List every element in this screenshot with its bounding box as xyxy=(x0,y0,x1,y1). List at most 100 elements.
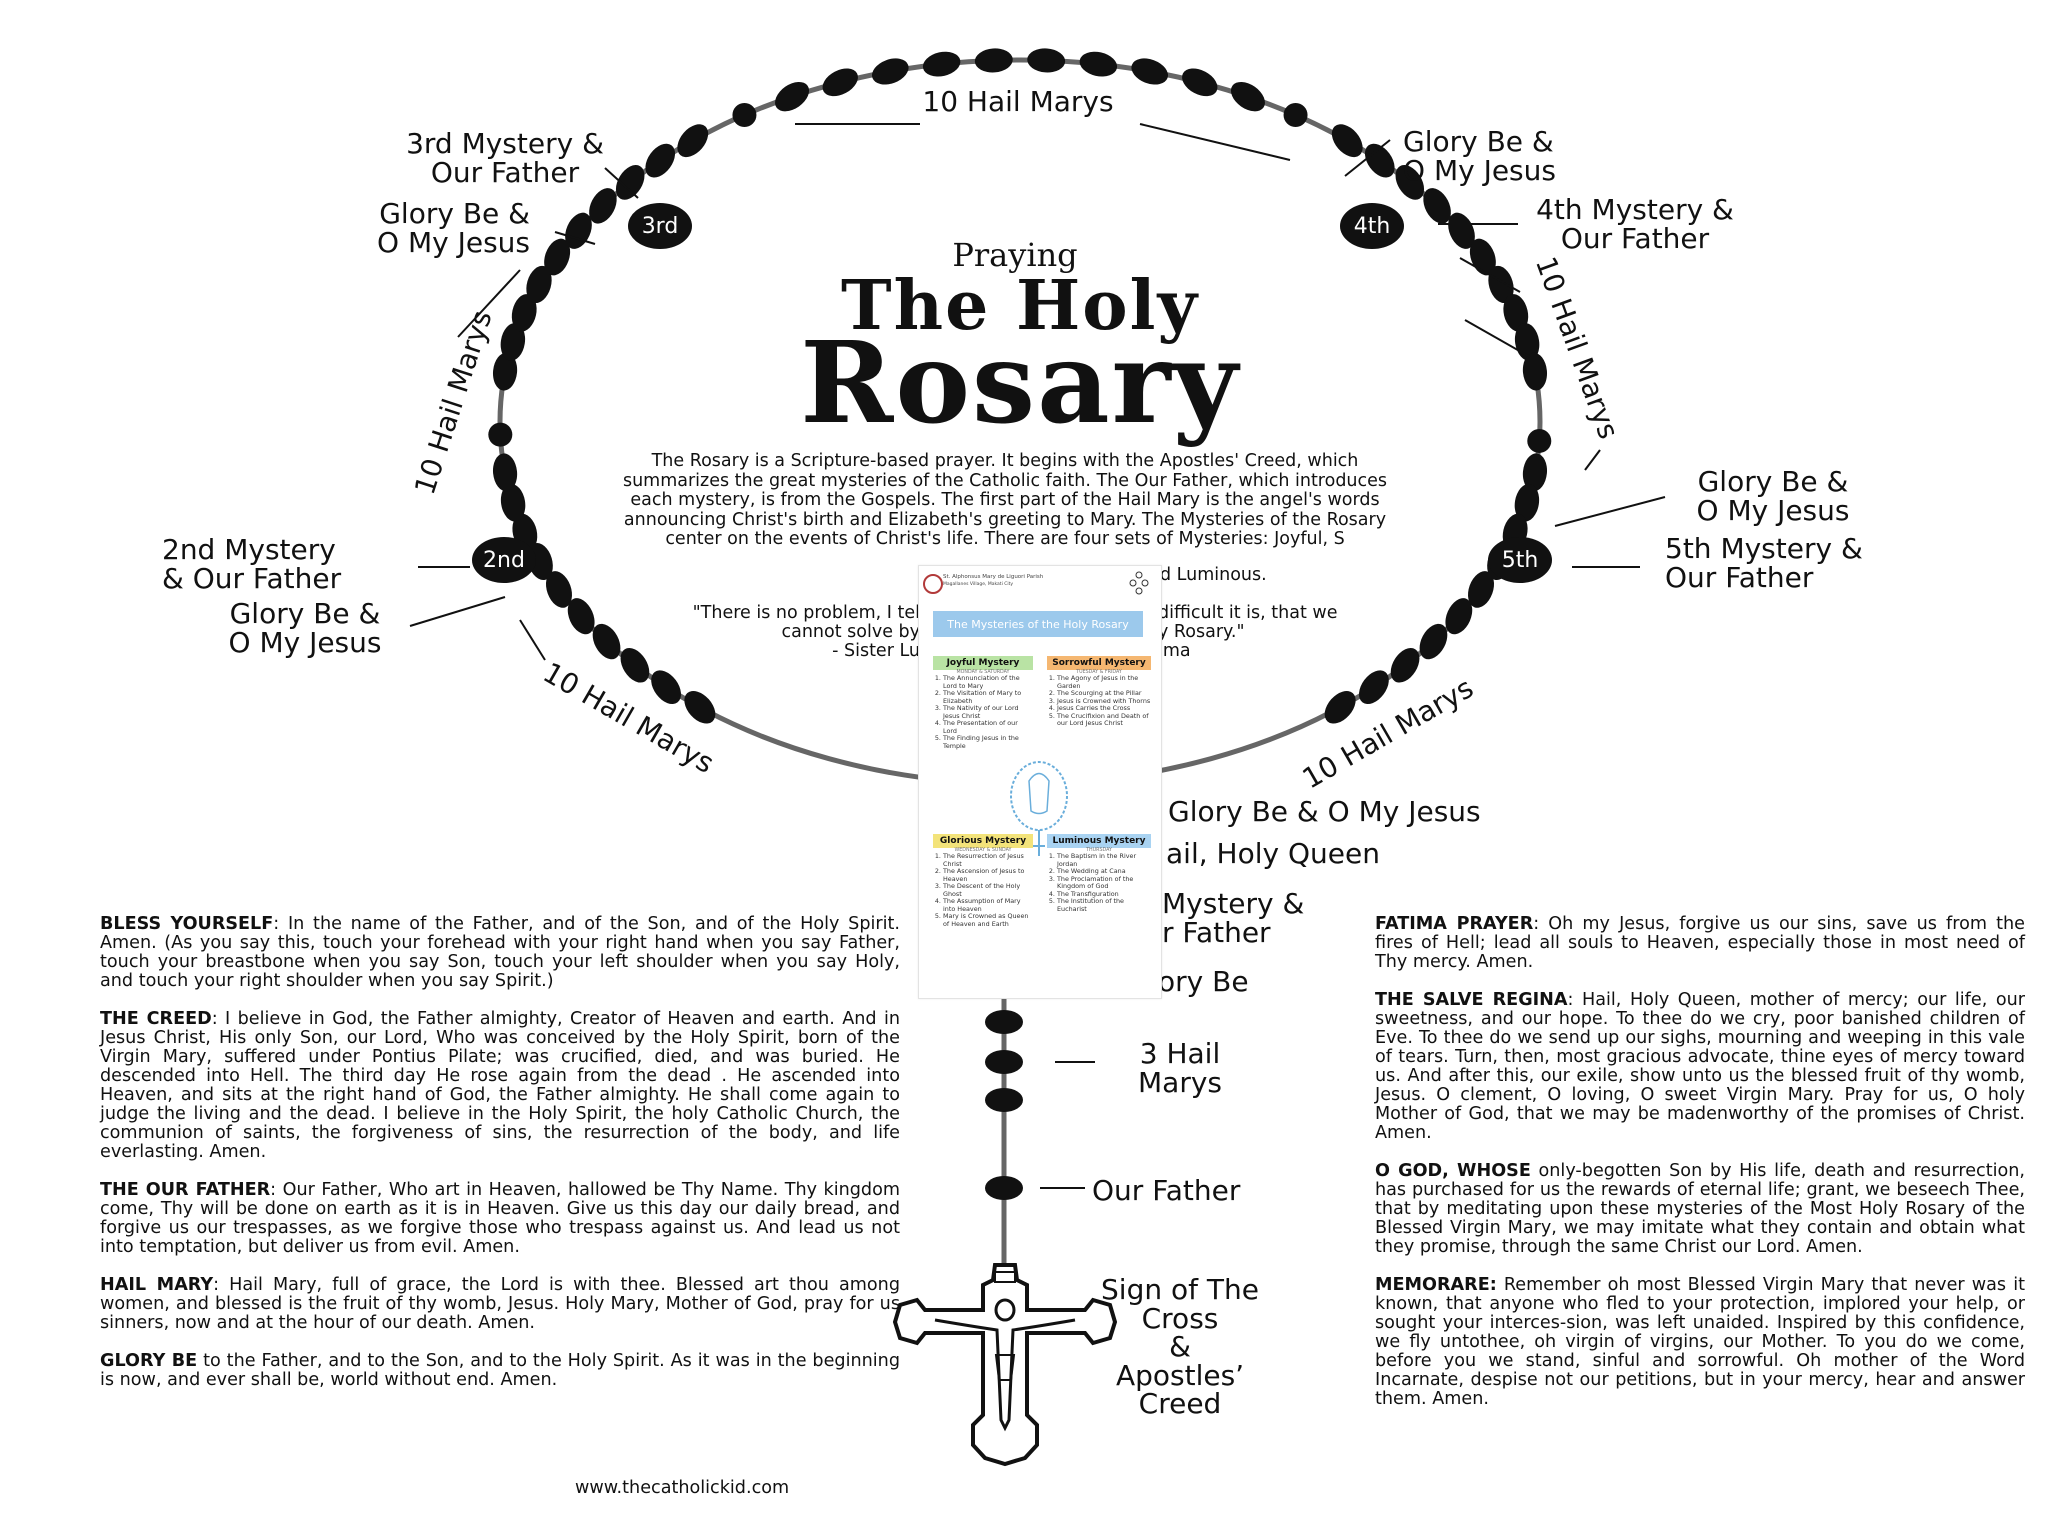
medal-4th: 4th xyxy=(1340,203,1404,249)
bead xyxy=(985,1088,1023,1112)
prayer-head: HAIL MARY xyxy=(100,1275,214,1295)
bead xyxy=(565,212,592,249)
medal-label: 5th xyxy=(1501,547,1539,573)
bead xyxy=(645,143,676,178)
bead xyxy=(1445,598,1473,635)
list-item: The Resurrection of Jesus Christ xyxy=(943,852,1033,868)
label-three-hail: 3 Hail Marys xyxy=(1138,1037,1222,1099)
intro-tail: d Luminous. xyxy=(1160,565,1267,585)
bead xyxy=(651,670,682,705)
prayer-glory-be: GLORY BE to the Father, and to the Son, … xyxy=(100,1351,900,1390)
bead xyxy=(985,1010,1023,1034)
bead xyxy=(1514,483,1540,522)
quote-line-1a: "There is no problem, I tel xyxy=(692,603,920,623)
bead xyxy=(1488,265,1514,304)
prayer-head: GLORY BE xyxy=(100,1351,198,1371)
bead xyxy=(1468,571,1495,608)
bead xyxy=(567,598,595,635)
list-item: The Ascension of Jesus to Heaven xyxy=(943,867,1033,883)
label-glory-right: Glory Be & O My Jesus xyxy=(1696,465,1850,527)
medal-2nd: 2nd xyxy=(472,537,536,583)
glorious-section: Glorious Mystery WEDNESDAY & SUNDAY The … xyxy=(933,834,1033,928)
joyful-days: MONDAY & SATURDAY xyxy=(956,670,1010,675)
luminous-head: Luminous Mystery xyxy=(1047,834,1151,848)
leader-line xyxy=(409,596,506,627)
bead xyxy=(677,124,709,158)
bead xyxy=(1419,623,1448,660)
luminous-days: THURSDAY xyxy=(1086,848,1112,853)
bead xyxy=(1503,294,1529,332)
luminous-section: Luminous Mystery THURSDAY The Baptism in… xyxy=(1047,834,1151,913)
bead xyxy=(985,1050,1023,1074)
bead xyxy=(620,647,650,683)
label-fifth-mystery: 5th Mystery & Our Father xyxy=(1665,532,1863,594)
bead xyxy=(974,48,1013,73)
quote-line-3b: ima xyxy=(1158,641,1191,661)
bead xyxy=(1027,48,1066,73)
list-item: Jesus Carries the Cross xyxy=(1057,705,1151,713)
bead xyxy=(1182,68,1218,97)
bead xyxy=(1423,188,1451,224)
prayers-left-column: BLESS YOURSELF: In the name of the Fathe… xyxy=(100,914,900,1409)
bead xyxy=(1283,103,1308,128)
list-item: The Proclamation of the Kingdom of God xyxy=(1057,875,1151,891)
bead xyxy=(1395,165,1425,200)
bead xyxy=(1230,81,1265,112)
prayer-body: : Oh my Jesus, forgive us our sins, save… xyxy=(1375,914,2025,972)
website-link[interactable]: www.thecatholickid.com xyxy=(575,1478,790,1498)
bead xyxy=(488,422,513,447)
label-glory-lower-left: Glory Be & O My Jesus xyxy=(228,597,382,659)
prayer-head: THE OUR FATHER xyxy=(100,1180,271,1200)
label-our-father: Our Father xyxy=(1092,1174,1241,1207)
list-item: The Visitation of Mary to Elizabeth xyxy=(943,689,1033,705)
bead xyxy=(1448,212,1475,249)
list-item: The Wedding at Cana xyxy=(1057,868,1151,876)
bead xyxy=(684,690,716,724)
prayer-our-father: THE OUR FATHER: Our Father, Who art in H… xyxy=(100,1180,900,1257)
list-item: The Crucifixion and Death of our Lord Je… xyxy=(1057,712,1151,728)
bead xyxy=(545,571,572,608)
glorious-days: WEDNESDAY & SUNDAY xyxy=(954,848,1012,853)
label-second-mystery: 2nd Mystery & Our Father xyxy=(162,533,342,595)
quote-line-3a: - Sister Lu xyxy=(832,641,920,661)
bead xyxy=(1364,143,1395,178)
rosary-beads xyxy=(488,48,1552,1200)
bead xyxy=(500,483,526,522)
medal-3rd: 3rd xyxy=(628,203,692,249)
list-item: The Assumption of Mary into Heaven xyxy=(943,897,1033,913)
list-item: Mary is Crowned as Queen of Heaven and E… xyxy=(943,913,1033,928)
quote-line-2a: cannot solve by xyxy=(781,622,921,642)
title-praying: Praying xyxy=(952,236,1078,274)
bead xyxy=(922,51,961,77)
label-third-mystery: 3rd Mystery & Our Father xyxy=(406,127,604,189)
list-item: The Nativity of our Lord Jesus Christ xyxy=(943,704,1033,720)
prayer-head: BLESS YOURSELF xyxy=(100,914,274,934)
label-glory-bottom: Glory Be & O My Jesus xyxy=(1168,795,1481,828)
crucifix-icon xyxy=(892,1263,1118,1467)
bead xyxy=(822,68,858,97)
small-rosary-icon xyxy=(1010,761,1068,856)
sorrowful-head: Sorrowful Mystery xyxy=(1047,656,1151,670)
prayer-body: : Hail, Holy Queen, mother of mercy; our… xyxy=(1375,990,2025,1143)
list-item: The Scourging at the Pillar xyxy=(1057,690,1151,698)
leader-line xyxy=(1459,257,1521,293)
bead xyxy=(871,58,909,85)
glorious-head: Glorious Mystery xyxy=(933,834,1033,848)
list-item: The Annunciation of the Lord to Mary xyxy=(943,674,1033,690)
leader-line xyxy=(554,231,596,245)
parish-logo-icon xyxy=(923,574,943,594)
bead xyxy=(544,238,571,276)
medal-label: 3rd xyxy=(641,213,679,239)
label-glory-upper-left: Glory Be & O My Jesus xyxy=(377,197,530,259)
leader-line xyxy=(1464,319,1531,358)
bead xyxy=(732,103,757,128)
list-item: The Presentation of our Lord xyxy=(943,719,1033,735)
list-item: The Agony of Jesus in the Garden xyxy=(1057,674,1151,690)
leader-lines xyxy=(409,123,1666,1189)
bead xyxy=(1358,670,1389,705)
quote-line-1b: difficult it is, that we xyxy=(1158,603,1338,623)
prayer-head: THE CREED xyxy=(100,1009,212,1029)
bead xyxy=(1131,58,1169,85)
prayer-memorare: MEMORARE: Remember oh most Blessed Virgi… xyxy=(1375,1275,2025,1409)
